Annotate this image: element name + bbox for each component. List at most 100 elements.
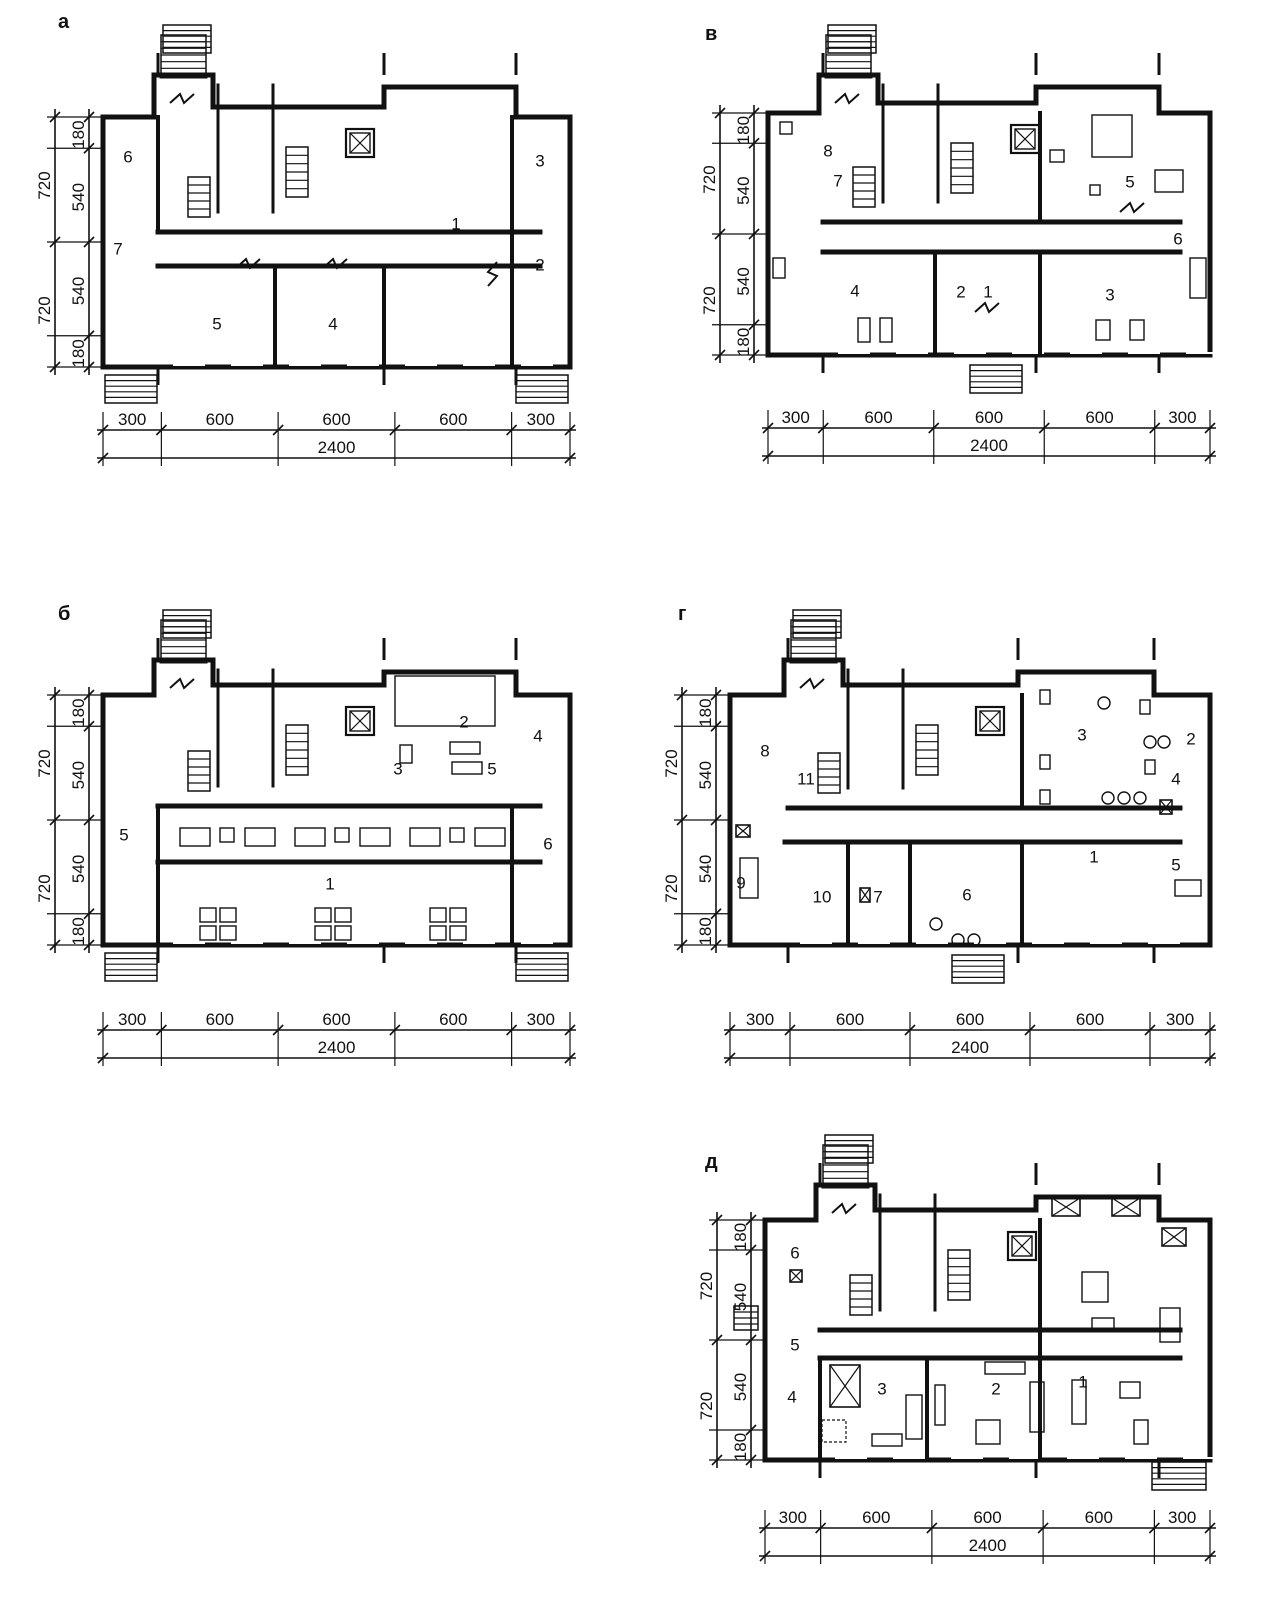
stair-block [162, 609, 212, 639]
dimension-tick [745, 1244, 757, 1256]
room-number: 7 [873, 887, 882, 906]
dimension-tick [711, 1334, 723, 1346]
stair-block [104, 374, 158, 404]
dimension-tick [1204, 1052, 1216, 1064]
furniture-item [1154, 169, 1184, 193]
equipment-cross [859, 887, 871, 903]
elevator-car [349, 132, 371, 154]
width-dimension-0: 300 [781, 408, 809, 427]
room-number: 3 [1105, 285, 1114, 304]
furniture-item [244, 827, 276, 847]
room-number: 4 [328, 314, 337, 333]
elevator-car [349, 710, 371, 732]
height-dimension-0: 180 [731, 1223, 750, 1251]
stair-block [849, 1274, 873, 1316]
dimension-tick [928, 422, 940, 434]
equipment-box [829, 1364, 861, 1408]
dimension-tick [748, 107, 760, 119]
dimension-tick [1204, 450, 1216, 462]
height-dimension-1: 540 [734, 176, 753, 204]
furniture-item [449, 741, 481, 755]
width-dimension-3: 600 [1085, 1508, 1113, 1527]
dimension-tick [1149, 422, 1161, 434]
dimension-tick [83, 142, 95, 154]
width-dimension-1: 600 [862, 1508, 890, 1527]
room-number: 7 [113, 239, 122, 258]
furniture-item [449, 925, 467, 941]
dimension-tick [389, 1024, 401, 1036]
dimension-tick [815, 1522, 827, 1534]
dimension-tick [1038, 422, 1050, 434]
room-number: 6 [543, 834, 552, 853]
room-number: 3 [393, 759, 402, 778]
height-dimension-upper: 720 [35, 171, 54, 199]
total-width-dimension: 2400 [318, 438, 356, 457]
width-dimension-2: 600 [975, 408, 1003, 427]
equipment-box [1051, 1197, 1081, 1217]
furniture-item [429, 925, 447, 941]
equipment-cross [829, 1364, 861, 1408]
stair-block [515, 374, 569, 404]
room-number: 1 [325, 874, 334, 893]
dimension-tick [759, 1550, 771, 1562]
door-symbol [1119, 201, 1145, 214]
round-furniture [1133, 791, 1147, 805]
dimension-tick [745, 1214, 757, 1226]
room-number: 2 [956, 282, 965, 301]
height-dimension-3: 180 [731, 1433, 750, 1461]
equipment-box [859, 887, 871, 903]
elevator-car [1014, 128, 1036, 150]
height-dimension-lower: 720 [700, 286, 719, 314]
furniture-item [1039, 789, 1051, 805]
room-number: 10 [813, 887, 832, 906]
dimension-tick [710, 908, 722, 920]
door-symbol [831, 1202, 857, 1215]
stair-block [792, 609, 842, 639]
elevator-shaft [344, 705, 376, 737]
stair-block [104, 952, 158, 982]
furniture-item [199, 925, 217, 941]
room-number: 2 [459, 712, 468, 731]
furniture-item [1129, 319, 1145, 341]
elevator-car [1011, 1235, 1033, 1257]
dimension-tick [1148, 1522, 1160, 1534]
dimension-tick [1144, 1024, 1156, 1036]
height-dimension-lower: 720 [35, 874, 54, 902]
height-dimension-1: 540 [696, 761, 715, 789]
room-number: 3 [1077, 725, 1086, 744]
furniture-item [905, 1394, 923, 1440]
furniture-item [449, 907, 467, 923]
dimension-tick [49, 689, 61, 701]
equipment-cross [735, 824, 751, 838]
dimension-tick [926, 1522, 938, 1534]
width-dimension-1: 600 [864, 408, 892, 427]
dimension-tick [272, 424, 284, 436]
furniture-item [1089, 184, 1101, 196]
round-furniture [929, 917, 943, 931]
round-furniture [1101, 791, 1115, 805]
furniture-item [394, 675, 496, 727]
height-dimension-upper: 720 [662, 749, 681, 777]
width-dimension-3: 600 [439, 1010, 467, 1029]
dimension-tick [564, 452, 576, 464]
door-symbol [169, 677, 195, 690]
room-number: 7 [833, 171, 842, 190]
plan-letter: г [678, 603, 686, 625]
dimension-tick [676, 939, 688, 951]
equipment-cross [1111, 1197, 1141, 1217]
stair-block [162, 24, 212, 54]
room-number: 11 [797, 769, 815, 788]
equipment-box [1111, 1197, 1141, 1217]
width-dimension-4: 300 [527, 410, 555, 429]
dimension-tick [83, 908, 95, 920]
stair-block [824, 1134, 874, 1164]
dimension-tick [724, 1052, 736, 1064]
dimension-tick [817, 422, 829, 434]
dimension-tick [748, 137, 760, 149]
room-number: 4 [1171, 769, 1180, 788]
dimension-tick [83, 330, 95, 342]
equipment-cross [789, 1269, 803, 1283]
furniture-item [1029, 1381, 1045, 1433]
